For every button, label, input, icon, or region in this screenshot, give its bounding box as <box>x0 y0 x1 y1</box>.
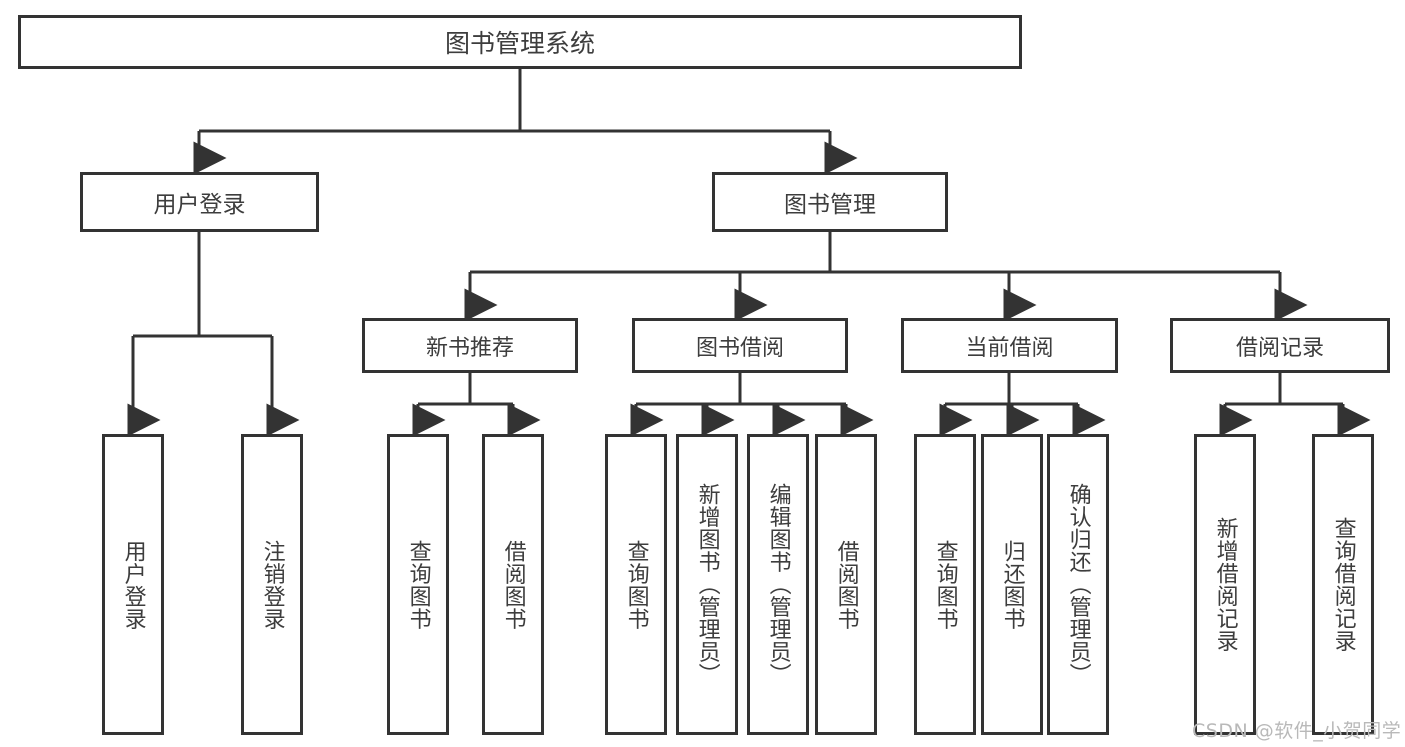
node-leaf-query-book-borrow[interactable]: 查询图书 <box>605 434 667 735</box>
watermark: CSDN @软件_小贺同学 <box>1192 720 1402 742</box>
node-leaf-borrow-book-recommend-label: 借阅图书 <box>500 539 526 630</box>
node-leaf-borrow-book[interactable]: 借阅图书 <box>815 434 877 735</box>
node-leaf-add-borrow-record[interactable]: 新增借阅记录 <box>1194 434 1256 735</box>
node-book-borrow-label: 图书借阅 <box>695 335 784 361</box>
node-borrow-record-label: 借阅记录 <box>1235 335 1324 361</box>
node-leaf-add-book-admin-label: 新增图书（管理员） <box>694 483 720 686</box>
node-leaf-query-book-recommend[interactable]: 查询图书 <box>387 434 449 735</box>
node-book-management[interactable]: 图书管理 <box>712 172 948 232</box>
node-leaf-borrow-book-recommend[interactable]: 借阅图书 <box>482 434 544 735</box>
node-book-management-label: 图书管理 <box>784 192 876 218</box>
node-new-book-recommend-label: 新书推荐 <box>425 335 514 361</box>
node-new-book-recommend[interactable]: 新书推荐 <box>362 318 578 373</box>
node-leaf-query-book-current-label: 查询图书 <box>932 539 958 630</box>
node-book-borrow[interactable]: 图书借阅 <box>632 318 848 373</box>
node-leaf-confirm-return-admin[interactable]: 确认归还（管理员） <box>1047 434 1109 735</box>
node-leaf-confirm-return-admin-label: 确认归还（管理员） <box>1065 483 1091 686</box>
node-leaf-query-book-borrow-label: 查询图书 <box>623 539 649 630</box>
node-root-label: 图书管理系统 <box>444 29 595 58</box>
node-leaf-edit-book-admin-label: 编辑图书（管理员） <box>765 483 791 686</box>
node-leaf-edit-book-admin[interactable]: 编辑图书（管理员） <box>747 434 809 735</box>
node-leaf-query-borrow-record[interactable]: 查询借阅记录 <box>1312 434 1374 735</box>
node-leaf-return-book[interactable]: 归还图书 <box>981 434 1043 735</box>
node-leaf-query-book-recommend-label: 查询图书 <box>405 539 431 630</box>
node-leaf-query-borrow-record-label: 查询借阅记录 <box>1330 517 1356 652</box>
node-current-borrow-label: 当前借阅 <box>965 335 1054 361</box>
node-user-login[interactable]: 用户登录 <box>80 172 319 232</box>
node-user-login-label: 用户登录 <box>153 192 246 218</box>
node-leaf-borrow-book-label: 借阅图书 <box>833 539 859 630</box>
node-leaf-query-book-current[interactable]: 查询图书 <box>914 434 976 735</box>
node-borrow-record[interactable]: 借阅记录 <box>1170 318 1390 373</box>
node-root[interactable]: 图书管理系统 <box>18 15 1022 69</box>
node-current-borrow[interactable]: 当前借阅 <box>901 318 1118 373</box>
node-leaf-user-logout[interactable]: 注销登录 <box>241 434 303 735</box>
node-leaf-return-book-label: 归还图书 <box>999 539 1025 630</box>
node-leaf-add-borrow-record-label: 新增借阅记录 <box>1212 517 1238 652</box>
node-leaf-user-login[interactable]: 用户登录 <box>102 434 164 735</box>
node-leaf-user-logout-label: 注销登录 <box>259 539 285 630</box>
node-leaf-user-login-label: 用户登录 <box>120 539 146 630</box>
node-leaf-add-book-admin[interactable]: 新增图书（管理员） <box>676 434 738 735</box>
